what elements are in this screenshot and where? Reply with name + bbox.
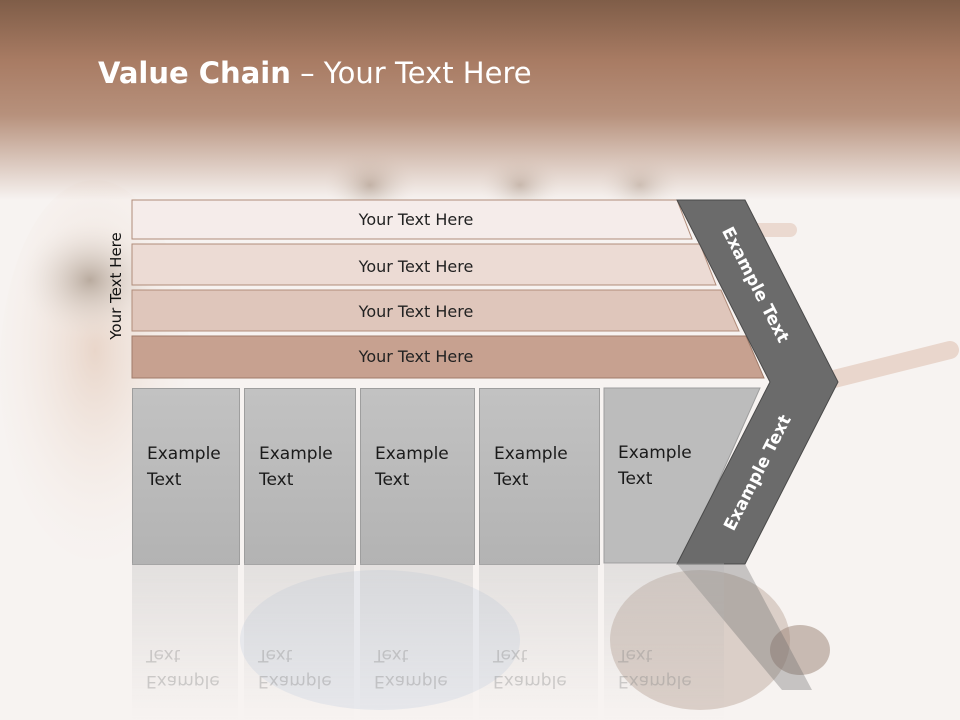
activity-box-3: Example Text [360,388,475,565]
header-band [0,0,960,200]
reflection-box-3-text: Example Text [374,645,448,691]
activity-box-2-text: Example Text [259,444,333,490]
reflection-box-5: Example Text [604,563,724,720]
reflection-box-3: Example Text [360,563,473,720]
bar-shape-4 [131,335,765,379]
chevron-shape [676,199,839,565]
bar-label-3: Your Text Here [358,301,474,321]
chevron-reflection [677,564,812,690]
activity-box-5-text: Example Text [618,443,692,489]
activity-box-5: Example Text [604,388,724,563]
reflection-box-1: Example Text [132,563,238,720]
bar-label-4: Your Text Here [358,346,474,366]
reflection-box-4-text: Example Text [493,645,567,691]
activity-box-2: Example Text [244,388,356,565]
diagram-reflection: Example Text Example Text Example Text E… [0,563,960,720]
reflection-box-5-text: Example Text [618,645,692,691]
reflection-box-1-text: Example Text [146,645,220,691]
bar-label-2: Your Text Here [358,256,474,276]
activity-box-4-text: Example Text [494,444,568,490]
reflection-box-2: Example Text [244,563,354,720]
reflection-box-4: Example Text [479,563,598,720]
title-bold: Value Chain [98,56,291,90]
title-rest: – Your Text Here [290,56,532,90]
activity-box-1-text: Example Text [147,444,221,490]
slide-title: Value Chain – Your Text Here [98,56,532,90]
bar-shape-3 [131,289,740,332]
activity-box-3-text: Example Text [375,444,449,490]
bar-shape-1 [131,199,693,240]
bar-shape-2 [131,243,717,286]
activity-box-1: Example Text [132,388,240,565]
activity-box-4: Example Text [479,388,600,565]
bar-label-1: Your Text Here [358,209,474,229]
reflection-box-2-text: Example Text [258,645,332,691]
